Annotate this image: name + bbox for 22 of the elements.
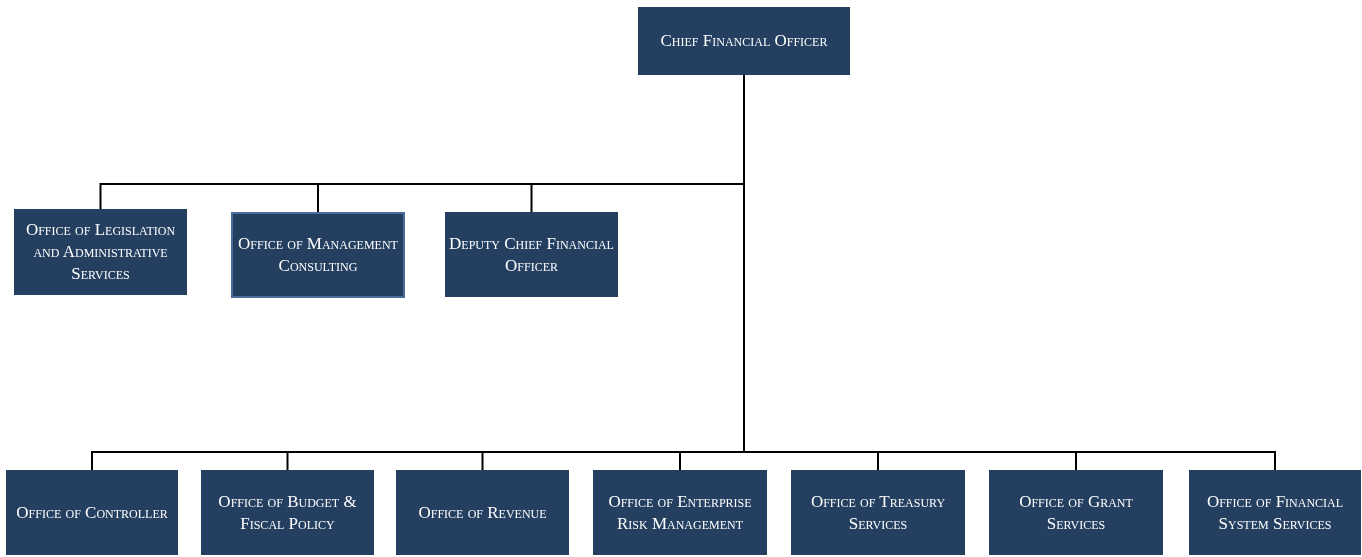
box-title: Deputy Chief Financial Officer	[448, 232, 615, 277]
org-box	[14, 209, 187, 295]
box-title: Chief Financial Officer	[660, 30, 828, 52]
org-box	[6, 470, 178, 555]
box-title: Office of Management Consulting	[237, 233, 399, 277]
box-title: Office of Budget & Fiscal Policy	[217, 490, 358, 535]
org-box	[593, 470, 767, 555]
org-box	[1189, 470, 1361, 555]
box-title: Office of Controller	[16, 501, 168, 524]
box-title: Office of Financial System Services	[1205, 490, 1345, 535]
org-box	[638, 7, 850, 75]
box-title: Office of Enterprise Risk Management	[607, 490, 753, 535]
box-title: Office of Grant Services	[1018, 490, 1134, 535]
org-box	[445, 212, 618, 297]
org-box	[791, 470, 965, 555]
org-box	[231, 212, 405, 298]
org-box	[201, 470, 374, 555]
box-title: Office of Legislation and Administrative Services	[24, 219, 177, 285]
org-box	[396, 470, 569, 555]
box-title: Office of Treasury Services	[809, 490, 947, 535]
box-title: Office of Revenue	[418, 501, 547, 524]
org-box	[989, 470, 1163, 555]
